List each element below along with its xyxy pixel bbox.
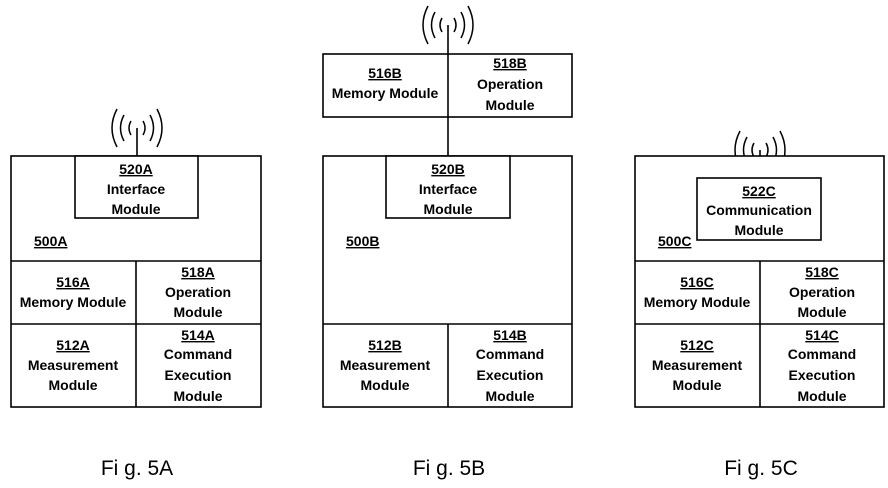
memory-label: Memory Module (20, 294, 127, 310)
ref-512b: 512B (368, 337, 401, 353)
ref-500a: 500A (34, 233, 67, 249)
interface-module-520a (74, 155, 199, 219)
command-label-1: Command (788, 346, 856, 362)
ref-520a: 520A (119, 161, 152, 177)
ref-516a: 516A (56, 274, 89, 290)
interface-module-520b (385, 155, 511, 219)
ref-500c: 500C (658, 233, 691, 249)
operation-label-2: Module (174, 304, 223, 320)
measurement-label-2: Module (49, 377, 98, 393)
command-label-3: Module (798, 388, 847, 404)
ref-514c: 514C (805, 327, 838, 343)
measurement-label-2: Module (361, 377, 410, 393)
interface-label-2: Module (112, 201, 161, 217)
ref-500b: 500B (346, 233, 379, 249)
ref-516c: 516C (680, 274, 713, 290)
command-label-3: Module (174, 388, 223, 404)
communication-label-2: Module (735, 222, 784, 238)
ref-520b: 520B (431, 161, 464, 177)
ref-522c: 522C (742, 183, 775, 199)
interface-label-1: Interface (419, 181, 478, 197)
fig-5a: 520A Interface Module 500A 516A Memory M… (10, 108, 262, 480)
communication-label-1: Communication (706, 202, 812, 218)
ref-514a: 514A (181, 327, 214, 343)
ref-518b: 518B (493, 55, 526, 71)
antenna-icon (111, 108, 163, 156)
operation-label-2: Module (486, 97, 535, 113)
memory-label: Memory Module (332, 85, 439, 101)
operation-label-1: Operation (165, 284, 231, 300)
interface-label-2: Module (424, 201, 473, 217)
memory-label: Memory Module (644, 294, 751, 310)
caption-fig-5b: Fi g. 5B (413, 457, 485, 480)
fig-5c: 522C Communication Module 500C 516C Memo… (634, 130, 885, 480)
operation-label-2: Module (798, 304, 847, 320)
operation-label-1: Operation (477, 76, 543, 92)
command-label-1: Command (476, 346, 544, 362)
command-label-3: Module (486, 388, 535, 404)
command-label-2: Execution (477, 367, 544, 383)
ref-512a: 512A (56, 337, 89, 353)
command-label-2: Execution (789, 367, 856, 383)
communication-module-522c (696, 177, 822, 241)
measurement-label-1: Measurement (652, 357, 743, 373)
measurement-label-1: Measurement (28, 357, 119, 373)
operation-label-1: Operation (789, 284, 855, 300)
measurement-label-2: Module (673, 377, 722, 393)
ref-516b: 516B (368, 65, 401, 81)
ref-512c: 512C (680, 337, 713, 353)
ref-518a: 518A (181, 264, 214, 280)
command-label-1: Command (164, 346, 232, 362)
ref-518c: 518C (805, 264, 838, 280)
interface-label-1: Interface (107, 181, 166, 197)
ref-514b: 514B (493, 327, 526, 343)
measurement-label-1: Measurement (340, 357, 431, 373)
antenna-icon (422, 5, 474, 54)
command-label-2: Execution (165, 367, 232, 383)
caption-fig-5a: Fi g. 5A (101, 457, 173, 480)
caption-fig-5c: Fi g. 5C (724, 457, 798, 480)
fig-5b: 516B Memory Module 518B Operation Module… (322, 5, 573, 480)
